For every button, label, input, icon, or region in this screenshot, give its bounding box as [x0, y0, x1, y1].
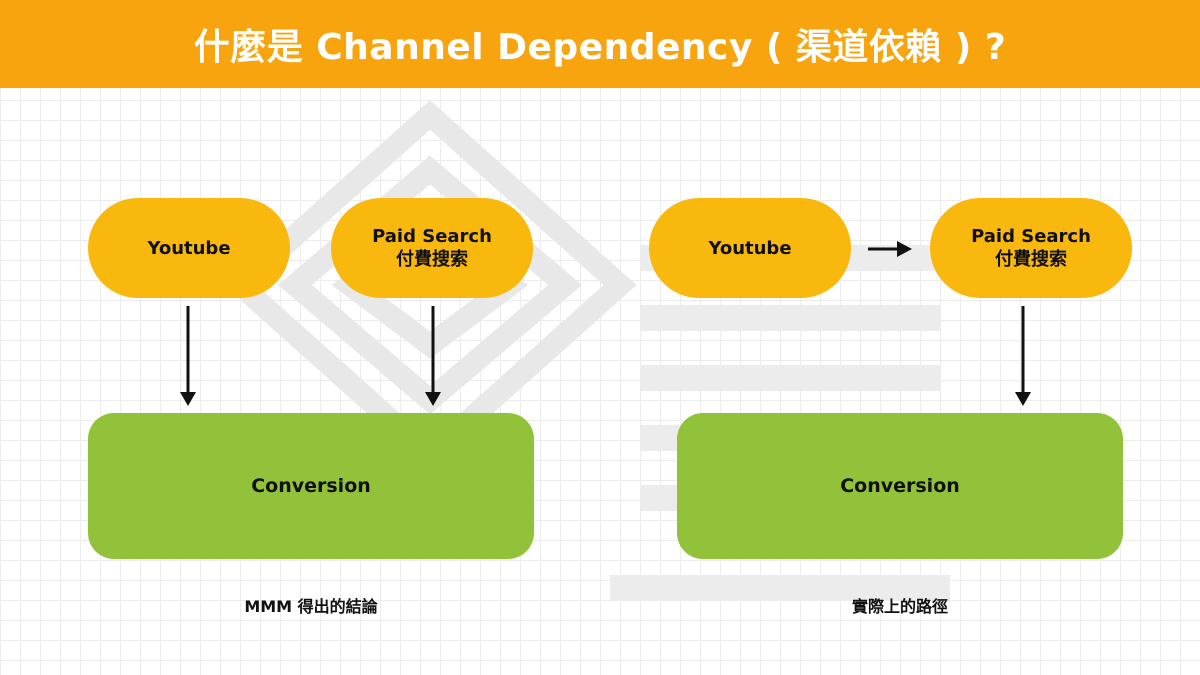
header-banner: 什麼是 Channel Dependency ( 渠道依賴 ) ? — [0, 0, 1200, 88]
right-youtube-node: Youtube — [649, 198, 851, 298]
right-youtube-label: Youtube — [708, 237, 792, 259]
right-paid-search-to-conversion-arrow — [1015, 306, 1031, 406]
left-paid-search-to-conversion-arrow — [425, 306, 441, 406]
left-youtube-node: Youtube — [88, 198, 290, 298]
left-conversion-label: Conversion — [251, 475, 371, 497]
left-paid-search-node: Paid Search 付費搜索 — [331, 198, 533, 298]
left-caption: MMM 得出的結論 — [244, 597, 378, 616]
right-youtube-to-paid-search-arrow — [868, 241, 912, 257]
right-paid-search-sub: 付費搜索 — [995, 249, 1067, 270]
left-youtube-label: Youtube — [147, 237, 231, 259]
left-paid-search-sub: 付費搜索 — [396, 249, 468, 270]
right-conversion-label: Conversion — [840, 475, 960, 497]
right-paid-search-label: Paid Search — [971, 226, 1091, 247]
right-paid-search-node: Paid Search 付費搜索 — [930, 198, 1132, 298]
right-caption: 實際上的路徑 — [851, 597, 948, 616]
right-conversion-node: Conversion — [677, 413, 1123, 559]
left-paid-search-label: Paid Search — [372, 226, 492, 247]
page-title: 什麼是 Channel Dependency ( 渠道依賴 ) ? — [193, 27, 1007, 68]
left-youtube-to-conversion-arrow — [180, 306, 196, 406]
left-conversion-node: Conversion — [88, 413, 534, 559]
